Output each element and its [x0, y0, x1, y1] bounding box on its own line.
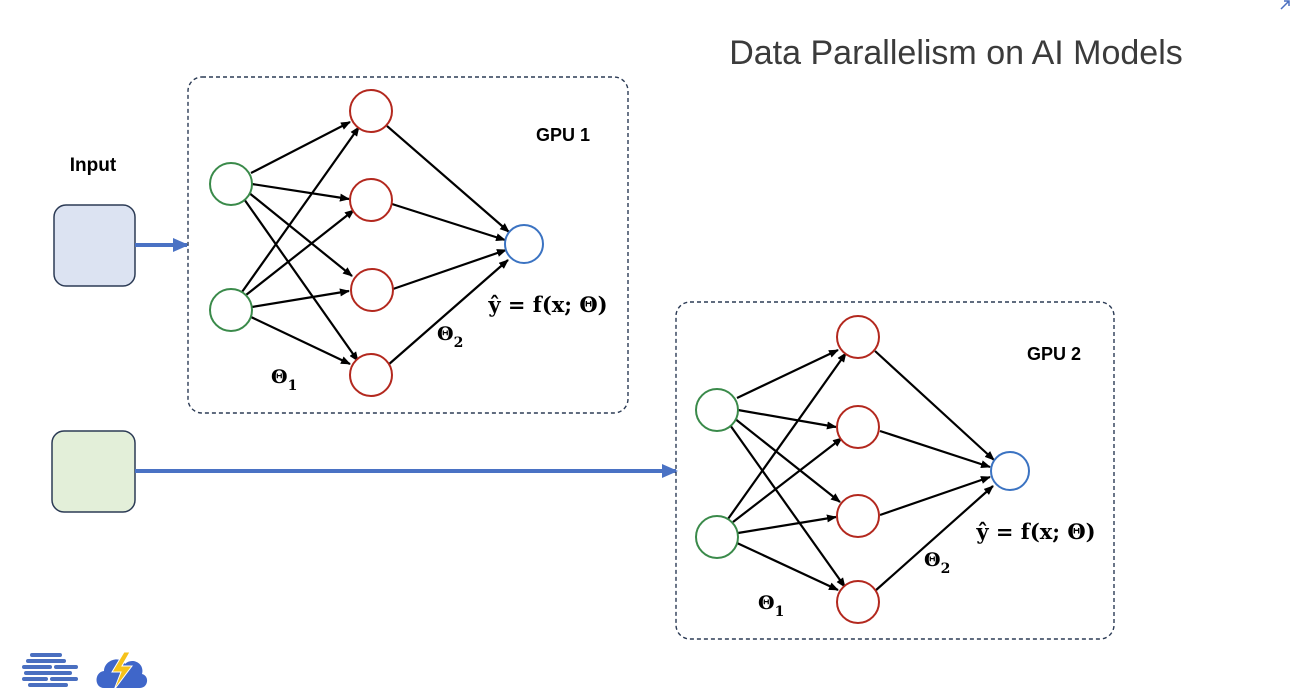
gpu2-hidden-node	[836, 494, 880, 538]
stacked-lines-logo-icon	[22, 653, 78, 687]
gpu1-theta1-label: Θ1	[271, 366, 297, 394]
edge	[733, 417, 841, 503]
edge	[387, 259, 509, 366]
edge	[243, 198, 359, 362]
edge	[251, 182, 350, 202]
edge	[736, 349, 839, 399]
gpu1-label: GPU 1	[536, 125, 590, 145]
gpu2-panel: GPU 2 ŷ = f(x; Θ) Θ2 Θ1	[675, 301, 1115, 640]
edge	[874, 485, 994, 592]
gpu1-input-node	[209, 162, 253, 206]
gpu2-label: GPU 2	[1027, 344, 1081, 364]
cloud-lightning-logo-icon	[96, 651, 148, 691]
edge	[732, 437, 843, 523]
gpu2-theta2-label: Θ2	[924, 549, 950, 577]
edge	[250, 121, 351, 174]
gpu2-dashed-box	[675, 301, 1115, 640]
gpu2-input-node	[695, 515, 739, 559]
gpu1-input-node	[209, 288, 253, 332]
edge	[879, 475, 991, 517]
gpu1-hidden-node	[350, 268, 394, 312]
edge	[737, 408, 837, 430]
edge	[247, 191, 353, 277]
expand-arrow-icon[interactable]	[1280, 0, 1290, 10]
edge	[241, 126, 360, 293]
edge	[245, 209, 355, 296]
gpu1-output-node	[504, 224, 544, 264]
edge	[391, 202, 506, 242]
edge	[727, 352, 847, 520]
gpu1-panel: GPU 1 ŷ = f(x; Θ) Θ2 Θ1	[187, 76, 629, 414]
edge	[874, 350, 995, 461]
edge	[392, 248, 507, 291]
edge	[251, 288, 350, 309]
edge	[737, 514, 837, 535]
gpu1-output-equation: ŷ = f(x; Θ)	[487, 292, 607, 317]
gpu1-hidden-node	[349, 89, 393, 133]
gpu1-dashed-box	[187, 76, 629, 414]
input-batch-2-box	[51, 430, 136, 513]
gpu1-theta2-label: Θ2	[437, 323, 463, 351]
gpu2-output-equation: ŷ = f(x; Θ)	[975, 519, 1095, 544]
input-label: Input	[70, 155, 117, 176]
gpu2-output-node	[990, 451, 1030, 491]
slide-title: Data Parallelism on AI Models	[729, 34, 1183, 72]
edge	[736, 542, 839, 591]
gpu2-hidden-node	[836, 580, 880, 624]
gpu2-hidden-node	[836, 405, 880, 449]
edge	[879, 429, 991, 469]
edge	[729, 424, 846, 588]
edge	[250, 316, 351, 365]
gpu2-theta1-label: Θ1	[758, 592, 784, 620]
gpu1-hidden-node	[349, 353, 393, 397]
gpu2-hidden-node	[836, 315, 880, 359]
gpu2-input-node	[695, 388, 739, 432]
gpu1-hidden-node	[349, 178, 393, 222]
input-batch-1-box	[53, 204, 136, 287]
edge	[386, 125, 510, 233]
